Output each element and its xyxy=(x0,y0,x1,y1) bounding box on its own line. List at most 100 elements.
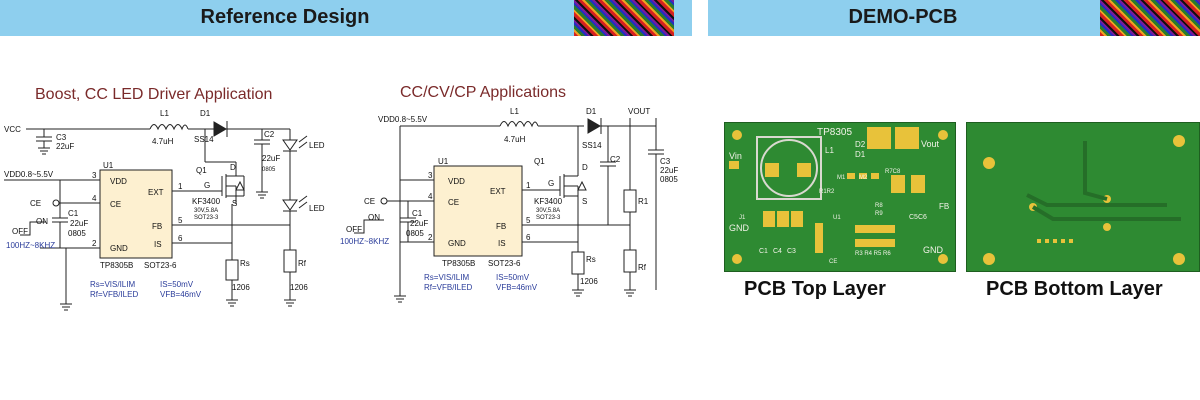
schematic2-f2-label: Rf=VFB/ILED xyxy=(424,283,472,292)
schematic2-vout-label: VOUT xyxy=(628,107,650,116)
schematic1-pkg-label: SOT23-6 xyxy=(144,261,177,270)
pcb_top-j1-label: J1 xyxy=(739,215,746,221)
schematic1-pin-vdd-label: VDD xyxy=(110,177,127,186)
schematic2-r1-label: R1 xyxy=(638,197,649,206)
schematic2-rs-pkg-label: 1206 xyxy=(580,277,598,286)
pcb_top-c3-label: C3 xyxy=(787,248,796,255)
pcb_top-r9-label: R9 xyxy=(875,211,883,217)
pcb_top-c4-label: C4 xyxy=(773,248,782,255)
schematic1-q-part-label: KF3400 xyxy=(192,197,221,206)
pcb-top-photo: TP8305 Vin Vout L1 D2 D1 M1 M2 R7C8 R1R2… xyxy=(724,122,956,272)
schematic1-f4-label: VFB=46mV xyxy=(160,290,202,299)
schematic1-diagram: VCC C3 22uF L1 4.7uH D1 SS14 C2 22uF 080… xyxy=(4,109,325,311)
schematic1-q-pkg-label: SOT23-3 xyxy=(194,215,219,221)
schematic2-n3-label: 3 xyxy=(428,171,433,180)
schematic1-c1-label: C1 xyxy=(68,209,79,218)
schematic2-d1-label: D1 xyxy=(586,107,597,116)
schematic2-c3v-label: 22uF xyxy=(660,166,678,175)
pcb_top-c1-label: C1 xyxy=(759,248,768,255)
pcb-bottom-photo xyxy=(966,122,1200,272)
schematic1-n5-label: 5 xyxy=(178,216,183,225)
schematic1-l1v-label: 4.7uH xyxy=(152,137,174,146)
schematic1-vdd-in-label: VDD0.8~5.5V xyxy=(4,170,54,179)
right-banner: DEMO-PCB xyxy=(708,0,1200,36)
schematic1-n6-label: 6 xyxy=(178,234,183,243)
schematic2-c1p-label: 0805 xyxy=(406,229,424,238)
pcb-bottom-caption: PCB Bottom Layer xyxy=(986,278,1163,300)
schematic2-rs-label: Rs xyxy=(586,255,596,264)
schematic1-rs-pkg-label: 1206 xyxy=(232,283,250,292)
schematic1-c2-label: C2 xyxy=(264,130,275,139)
schematic2-pin-vdd-label: VDD xyxy=(448,177,465,186)
pcb_top-d1-label: D1 xyxy=(855,150,866,159)
schematic1-c3v-label: 22uF xyxy=(56,142,74,151)
schematic1-pin-ce-label: CE xyxy=(110,200,121,209)
schematic2-f3-label: IS=50mV xyxy=(496,273,530,282)
schematic1-u1-label: U1 xyxy=(103,161,114,170)
schematic2-rf-label: Rf xyxy=(638,263,647,272)
schematic2-q1-label: Q1 xyxy=(534,157,545,166)
schematic2-n1-label: 1 xyxy=(526,181,531,190)
pcb_top-l1-label: L1 xyxy=(825,146,834,155)
schematic2-c3-label: C3 xyxy=(660,157,671,166)
schematic2-n2-label: 2 xyxy=(428,233,433,242)
schematic1-l1-label: L1 xyxy=(160,109,169,118)
schematic1-pin-fb-label: FB xyxy=(152,222,162,231)
pcb_top-u1-label: U1 xyxy=(833,215,841,221)
schematic1-on-label: ON xyxy=(36,217,48,226)
schematic2-ce-in-label: CE xyxy=(364,197,375,206)
schematic1-n4-label: 4 xyxy=(92,194,97,203)
schematic1-d1-label: D1 xyxy=(200,109,211,118)
schematic1-n3-label: 3 xyxy=(92,171,97,180)
pcb_top-c5c6-label: C5C6 xyxy=(909,214,927,221)
schematic2-c1-label: C1 xyxy=(412,209,423,218)
schematic2-q-part-label: KF3400 xyxy=(534,197,563,206)
schematic2-vdd-top-label: VDD0.8~5.5V xyxy=(378,115,428,124)
pcb_top-rbot-label: R3 R4 R5 R6 xyxy=(855,251,891,257)
schematic1-rf-label: Rf xyxy=(298,259,307,268)
pcb_top-r7c8-label: R7C8 xyxy=(885,169,901,175)
pcb_top-tp-label: TP8305 xyxy=(817,127,852,138)
pcb_top-r8-label: R8 xyxy=(875,203,883,209)
vcc-label: VCC xyxy=(4,125,21,134)
schematic1-q-rating-label: 30V,5.8A xyxy=(194,208,218,214)
pcb_top-m2-label: M2 xyxy=(859,175,868,181)
schematic2-chip-label: TP8305B xyxy=(442,259,475,268)
schematic1-d1v-label: SS14 xyxy=(194,135,214,144)
schematic2-pin-gnd-label: GND xyxy=(448,239,466,248)
schematic2-qg-label: G xyxy=(548,179,554,188)
schematic1-c2p-label: 0805 xyxy=(262,167,276,173)
schematic1-qs-label: S xyxy=(232,199,237,208)
schematic2-l1-label: L1 xyxy=(510,107,519,116)
schematic2-pin-is-label: IS xyxy=(498,239,506,248)
schematic2-u1-label: U1 xyxy=(438,157,449,166)
schematic1-rf-pkg-label: 1206 xyxy=(290,283,308,292)
schematic1-qg-label: G xyxy=(204,181,210,190)
schematic1-f2-label: Rf=VFB/ILED xyxy=(90,290,138,299)
schematic1-ce-in-label: CE xyxy=(30,199,41,208)
schematic1-rs-label: Rs xyxy=(240,259,250,268)
schematic1-q1-label: Q1 xyxy=(196,166,207,175)
demo-pcb-title: DEMO-PCB xyxy=(848,6,958,28)
schematic2-title: CC/CV/CP Applications xyxy=(400,84,566,101)
pcb_top-vin-label: Vin xyxy=(729,151,742,161)
schematic2-pkg-label: SOT23-6 xyxy=(488,259,521,268)
schematic1-chip-label: TP8305B xyxy=(100,261,133,270)
schematic2-pin-ce-label: CE xyxy=(448,198,459,207)
schematic1-pin-is-label: IS xyxy=(154,240,162,249)
schematic2-f1-label: Rs=VIS/ILIM xyxy=(424,273,469,282)
schematic1-f1-label: Rs=VIS/ILIM xyxy=(90,280,135,289)
pcb_top-r1r2-label: R1R2 xyxy=(819,189,835,195)
schematic1-c3-label: C3 xyxy=(56,133,67,142)
schematic1-led2-label: LED xyxy=(309,204,325,213)
schematic2-c3p-label: 0805 xyxy=(660,175,678,184)
schematic1-f3-label: IS=50mV xyxy=(160,280,194,289)
schematic1-c1v-label: 22uF xyxy=(70,219,88,228)
schematic2-diagram: VDD0.8~5.5V L1 4.7uH D1 SS14 VOUT C2 C3 … xyxy=(340,107,678,303)
schematic1-pin-gnd-label: GND xyxy=(110,244,128,253)
schematic1-led1-label: LED xyxy=(309,141,325,150)
schematic1-freq-label: 100HZ~8KHZ xyxy=(6,241,55,250)
schematic2-on-label: ON xyxy=(368,213,380,222)
schematic2-q-pkg-label: SOT23-3 xyxy=(536,215,561,221)
reference-design-title: Reference Design xyxy=(200,6,370,28)
